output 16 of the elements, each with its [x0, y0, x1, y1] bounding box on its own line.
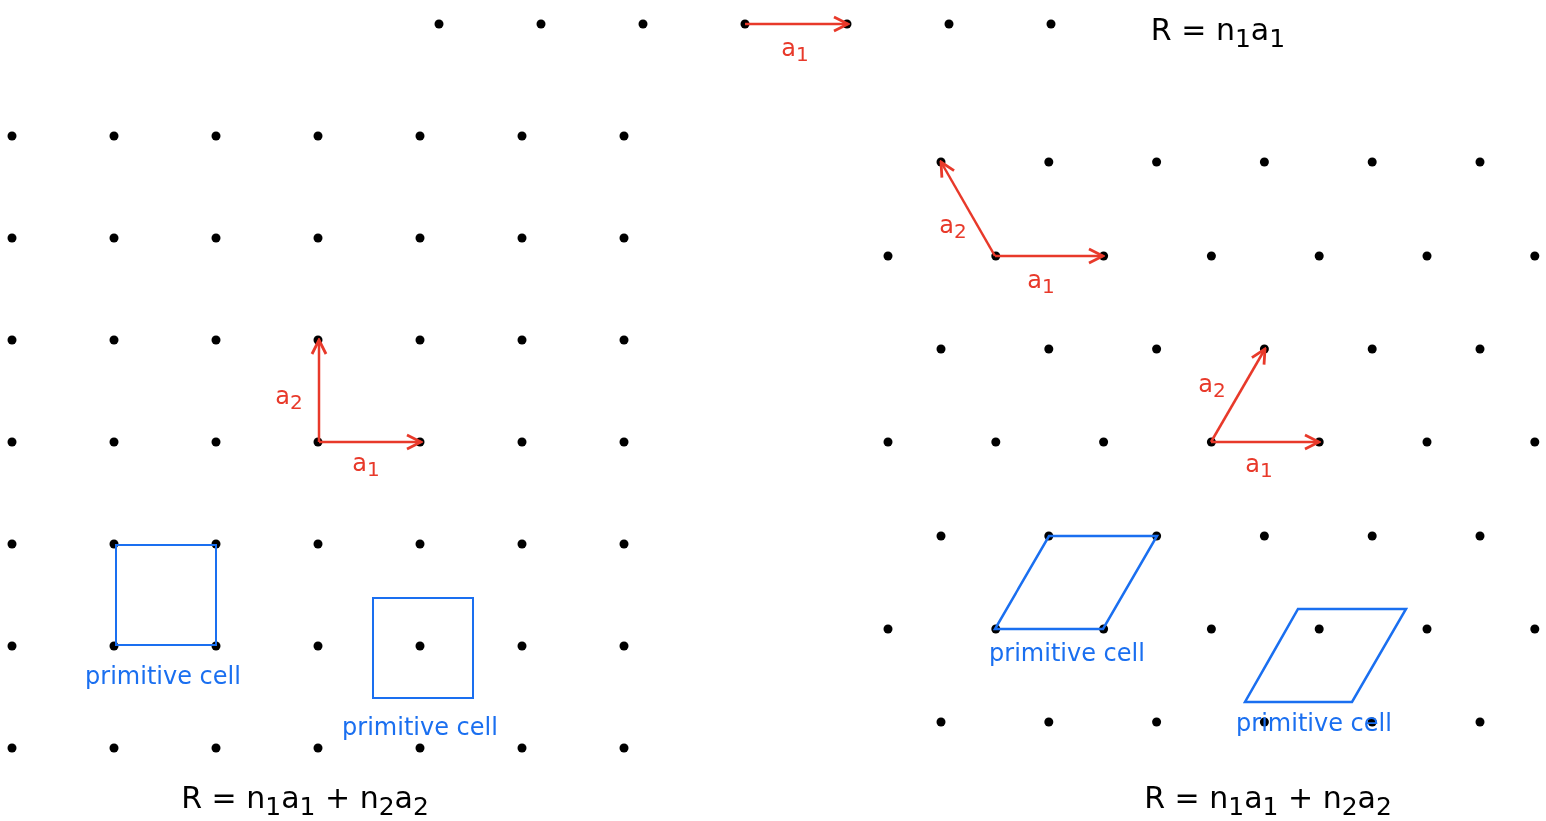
cell-caption: primitive cell: [989, 639, 1145, 667]
vector-label: a$_{1}$: [1245, 449, 1273, 483]
primitive-cell-square: [115, 544, 217, 646]
vector-label: a$_{2}$: [275, 381, 303, 415]
lattice-vector-formula: R = n$_{1}$a$_{1}$ + n$_{2}$a$_{2}$: [1144, 779, 1392, 821]
cell-caption: primitive cell: [1236, 709, 1392, 737]
cell-caption: primitive cell: [85, 662, 241, 690]
lattice-vector-formula: R = n$_{1}$a$_{1}$: [1150, 11, 1286, 53]
vector-label: a$_{1}$: [781, 33, 809, 67]
vector-label: a$_{1}$: [352, 448, 380, 482]
cell-caption: primitive cell: [342, 713, 498, 741]
vector-label: a$_{1}$: [1027, 265, 1055, 299]
lattice-vector-formula: R = n$_{1}$a$_{1}$ + n$_{2}$a$_{2}$: [181, 779, 429, 821]
vector-label: a$_{2}$: [939, 210, 967, 244]
primitive-cell-square: [372, 597, 474, 699]
vector-label: a$_{2}$: [1198, 369, 1226, 403]
